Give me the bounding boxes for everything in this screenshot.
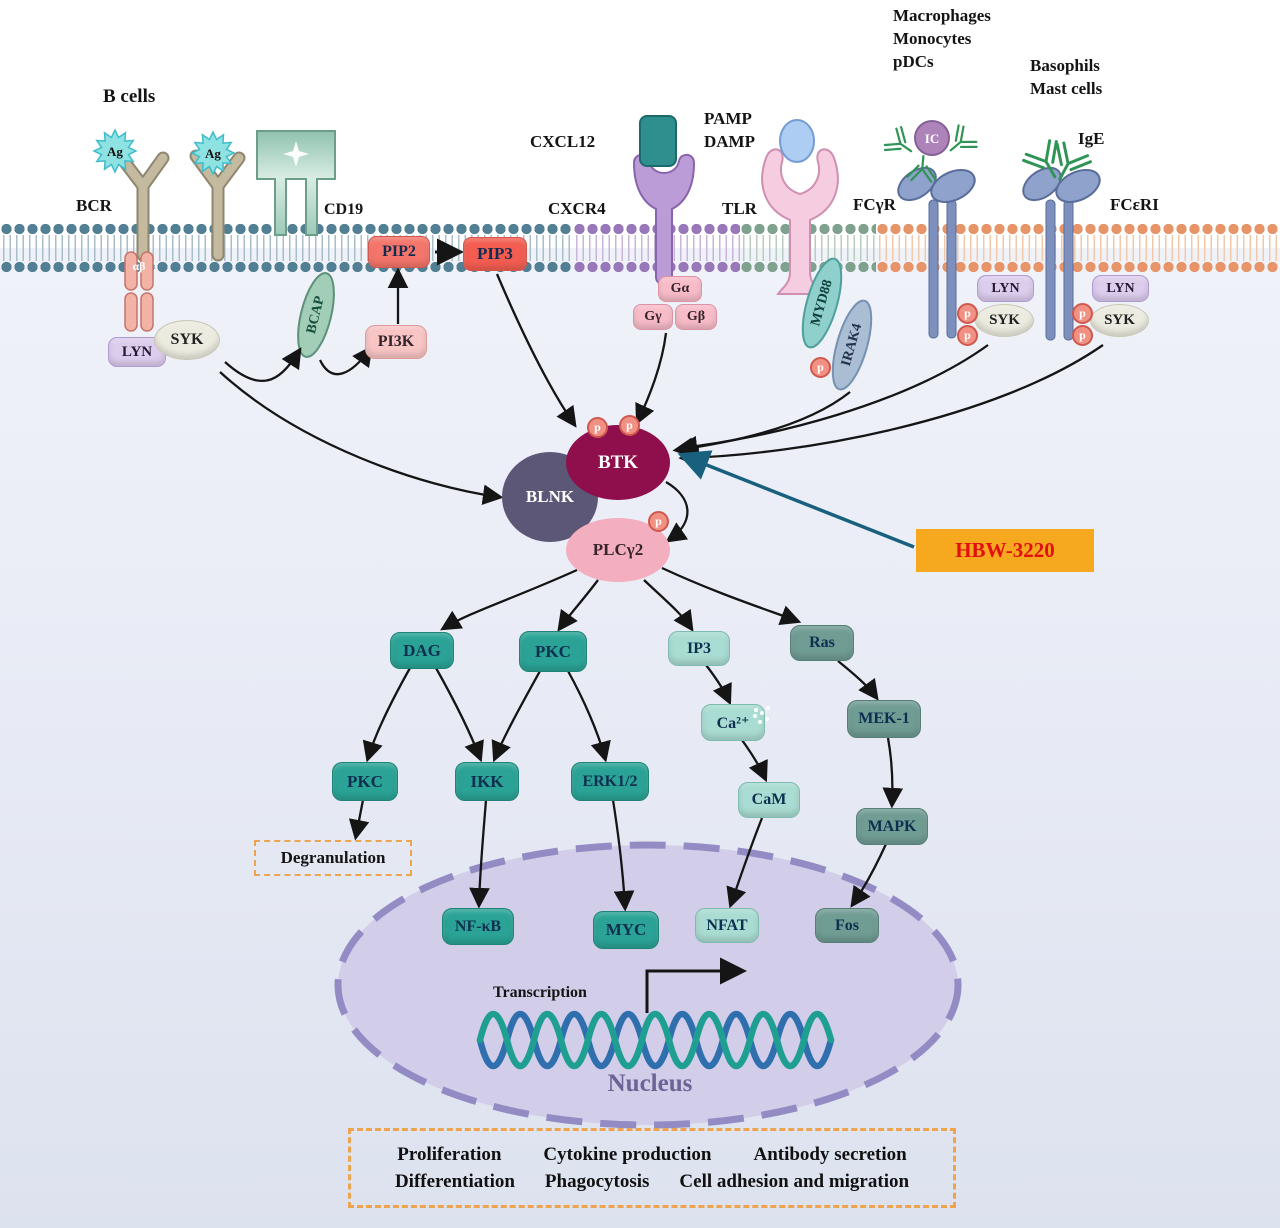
tlr-receptor [761,148,839,295]
mek1-node: MEK-1 [847,700,921,738]
myc-node: MYC [593,911,659,949]
phospho-btk-2: p [619,415,640,436]
irak4-protein: IRAK4 [831,299,873,391]
pdcs-label: pDCs [893,52,934,71]
outcome-proliferation: Proliferation [397,1143,502,1165]
antigen-label-2: Ag [205,146,221,161]
nfat-node: NFAT [695,908,759,943]
btk-node: BTK [566,425,670,500]
outcome-antibody: Antibody secretion [753,1143,907,1165]
immune-complex-label: IC [925,131,939,146]
bcr-label: BCR [76,196,112,215]
ige-label: IgE [1078,129,1105,148]
g-beta-node: Gβ [675,304,717,330]
g-alpha-node: Gα [658,276,702,302]
pkc-node: PKC [519,631,587,672]
outcome-cytokine: Cytokine production [543,1143,712,1165]
outcomes-box: Proliferation Cytokine production Antibo… [348,1128,956,1208]
phospho-irak4: p [810,357,831,378]
inhibitor-hbw-3220: HBW-3220 [916,529,1094,572]
lyn-fceri-node: LYN [1092,275,1149,302]
erk12-node: ERK1/2 [571,762,649,801]
fceri-label: FCεRI [1110,195,1159,214]
degranulation-box: Degranulation [254,840,412,876]
transcription-arrow [645,957,747,1013]
pip2-node: PIP2 [368,236,430,268]
g-gamma-node: Gγ [633,304,673,330]
alpha-beta-label: αβ [132,259,145,273]
pip3-node: PIP3 [463,237,527,271]
membrane-segment-fc [876,223,1280,273]
monocytes-label: Monocytes [893,29,972,48]
damp-label: DAMP [704,132,755,151]
cam-node: CaM [738,782,800,818]
mast-cells-label: Mast cells [1030,79,1103,98]
pamp-label: PAMP [704,109,752,128]
outcomes-row-1: Proliferation Cytokine production Antibo… [351,1144,953,1166]
calcium-label: Ca²⁺ [716,714,750,732]
b-cells-label: B cells [103,86,156,107]
calcium-sparkle [753,714,757,718]
cxcl12-ligand [639,115,677,167]
cd19-label: CD19 [324,201,364,218]
syk-fceri-node: SYK [1090,304,1149,337]
myd88-protein: MYD88 [801,257,843,349]
phospho-fcgr-1: p [957,303,978,324]
immune-complex-circle [914,120,950,156]
cd19-highlight [283,141,309,167]
pkc2-node: PKC [332,762,398,801]
bcr-receptor [113,149,246,262]
bcap-protein: BCAP [297,272,335,358]
ip3-node: IP3 [668,631,730,666]
phospho-fceri-1: p [1072,303,1093,324]
transcription-label: Transcription [493,984,587,1001]
cxcr4-receptor [632,153,696,286]
dag-node: DAG [390,632,454,669]
inhibitor-pointer-line [677,450,915,549]
signal-arrows [219,238,1104,912]
outcome-differentiation: Differentiation [394,1170,515,1192]
fceri-receptor [1022,166,1101,341]
ras-node: Ras [790,625,854,661]
syk-bcell-node: SYK [154,320,220,360]
dna-helix [476,1011,835,1069]
lyn-fcgr-node: LYN [977,275,1034,302]
fos-node: Fos [815,908,879,943]
outcome-phagocytosis: Phagocytosis [544,1170,650,1192]
nfkb-node: NF-κB [442,908,514,945]
phospho-plcg2: p [648,511,669,532]
cxcr4-label: CXCR4 [548,199,606,218]
mapk-node: MAPK [856,808,928,845]
phospho-btk-1: p [587,417,608,438]
basophils-label: Basophils [1030,56,1100,75]
alpha-beta-chains [124,251,154,332]
phospho-fcgr-2: p [957,325,978,346]
fcgr-receptor [897,166,976,339]
outcome-adhesion: Cell adhesion and migration [679,1170,910,1192]
pi3k-node: PI3K [365,325,427,359]
cd19-receptor [256,130,336,236]
calcium-node: Ca²⁺ [701,704,765,741]
nucleus-label: Nucleus [607,1070,693,1097]
antigen-label-1: Ag [107,144,123,159]
tlr-label: TLR [722,199,757,218]
cxcl12-label: CXCL12 [530,132,596,151]
phospho-fceri-2: p [1072,325,1093,346]
macrophages-label: Macrophages [893,6,991,25]
fcgr-label: FCγR [853,195,896,214]
ikk-node: IKK [455,762,519,801]
pamp-damp-ligand [779,119,815,163]
outcomes-row-2: Differentiation Phagocytosis Cell adhesi… [351,1171,953,1193]
syk-fcgr-node: SYK [975,304,1034,337]
